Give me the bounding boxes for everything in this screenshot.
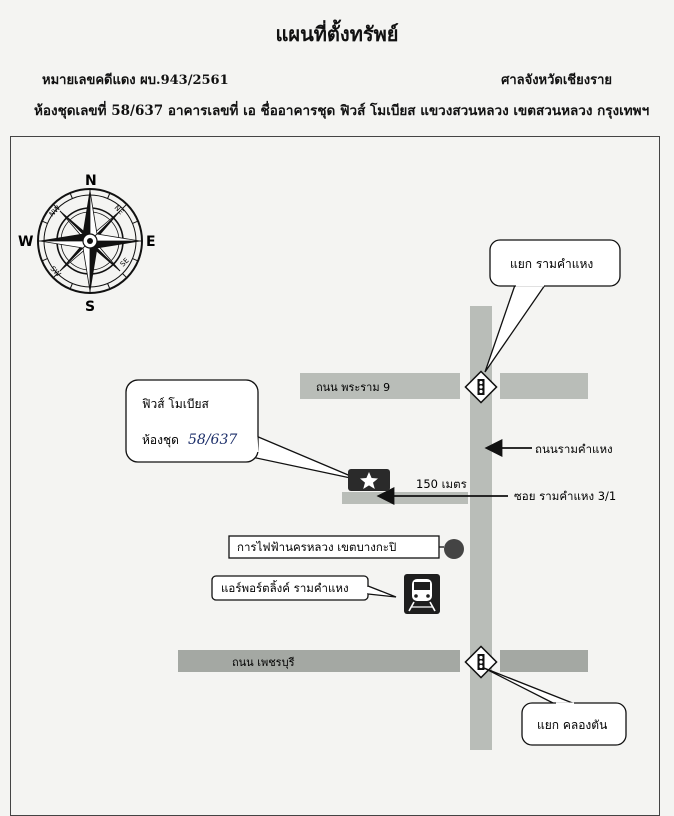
callout-label-ramkhamhaeng: แยก รามคำแหง — [510, 257, 593, 271]
traffic-light-icon — [464, 370, 498, 404]
compass-north: N — [85, 173, 97, 189]
callout-airport-link: แอร์พอร์ตลิ้งค์ รามคำแหง — [211, 575, 397, 601]
road-label-rama9: ถนน พระราม 9 — [316, 381, 390, 394]
road-label-soi: ซอย รามคำแหง 3/1 — [514, 489, 616, 503]
compass-ne: NE — [113, 204, 125, 216]
compass-south: S — [85, 299, 95, 315]
road-phetchaburi-left — [178, 650, 460, 672]
road-soi — [342, 492, 468, 504]
road-label-phetchaburi: ถนน เพชรบุรี — [232, 656, 295, 669]
court-name: ศาลจังหวัดเชียงราย — [501, 73, 612, 88]
unit-description: ห้องชุดเลขที่ 58/637 อาคารเลขที่ เอ ชื่อ… — [34, 103, 650, 119]
electricity-label: การไฟฟ้านครหลวง เขตบางกะปิ — [237, 540, 396, 554]
road-rama9-right — [500, 373, 588, 399]
property-name: ฟิวส์ โมเบียส — [142, 397, 209, 411]
callout-ramkhamhaeng-intersection: แยก รามคำแหง — [484, 239, 621, 373]
road-phetchaburi-right — [500, 650, 588, 672]
train-icon — [404, 574, 440, 614]
compass-east: E — [146, 234, 156, 250]
unit-label: ห้องชุด — [142, 433, 179, 448]
compass-se: SE — [119, 256, 131, 268]
callout-property: ฟิวส์ โมเบียส ห้องชุด 58/637 — [125, 379, 361, 481]
callout-khlong-tan-intersection: แยก คลองตัน — [483, 667, 627, 746]
compass-west: W — [18, 234, 33, 250]
page-title: แผนที่ตั้งทรัพย์ — [275, 22, 399, 46]
road-label-ramkhamhaeng: ถนนรามคำแหง — [535, 442, 613, 456]
star-icon — [348, 469, 390, 491]
callout-label-khlong-tan: แยก คลองตัน — [537, 718, 607, 732]
case-number: หมายเลขคดีแดง ผบ.943/2561 — [42, 73, 229, 88]
compass-rose: N S E W NE NW SE SW — [18, 173, 156, 315]
distance-label: 150 เมตร — [416, 477, 467, 491]
dot-icon — [444, 539, 464, 559]
airport-link-label: แอร์พอร์ตลิ้งค์ รามคำแหง — [221, 580, 349, 595]
unit-handwritten: 58/637 — [188, 432, 237, 448]
road-ramkhamhaeng — [470, 306, 492, 750]
callout-electricity: การไฟฟ้านครหลวง เขตบางกะปิ — [228, 535, 444, 559]
road-rama9-left — [300, 373, 460, 399]
